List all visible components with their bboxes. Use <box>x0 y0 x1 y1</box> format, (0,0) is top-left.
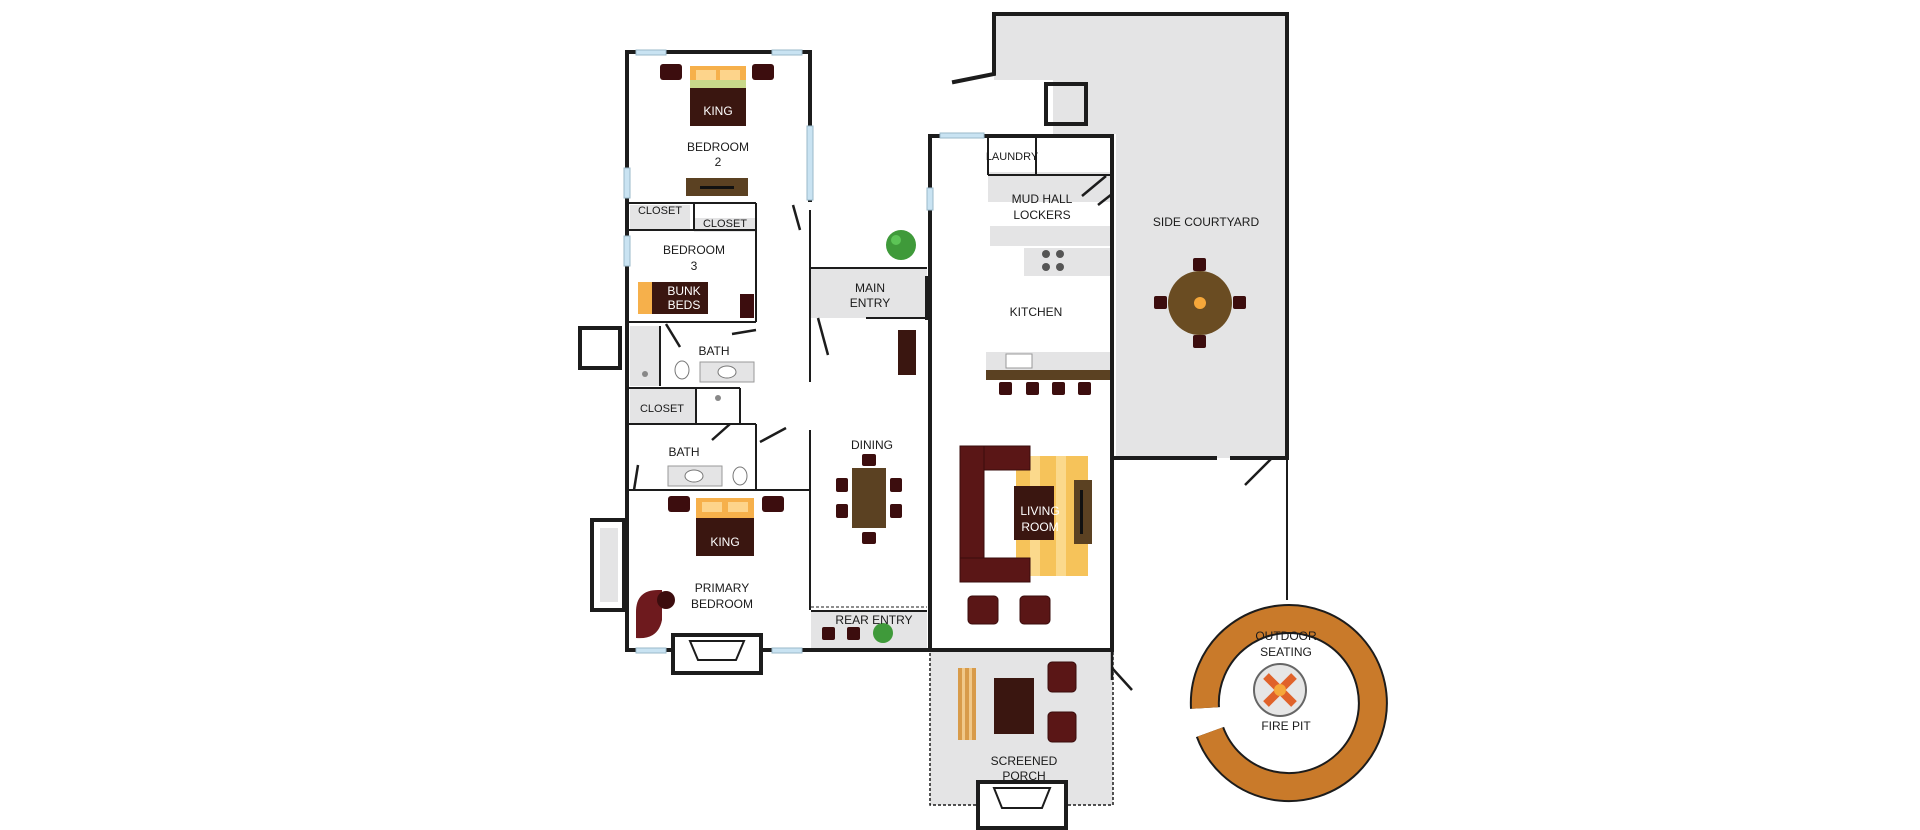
bunk-beds <box>638 282 754 318</box>
bedroom3-label-2: 3 <box>691 259 698 273</box>
mud-hall-label-2: LOCKERS <box>1013 208 1070 222</box>
main-entry-area <box>811 268 927 318</box>
kitchen-island-top <box>986 352 1112 370</box>
rear-entry-decor <box>811 606 927 643</box>
screened-porch-label-2: PORCH <box>1002 769 1045 783</box>
main-entry-decor <box>886 230 916 375</box>
dining-label: DINING <box>851 438 893 452</box>
closet-c-label: CLOSET <box>640 403 684 415</box>
king-bed-lower-label: KING <box>710 535 739 549</box>
primary-bedroom-label-1: PRIMARY <box>695 581 749 595</box>
living-room-label-1: LIVING <box>1020 504 1059 518</box>
king-bed-lower <box>668 496 784 556</box>
windows <box>623 49 985 654</box>
right-wing-walls <box>811 82 1133 830</box>
bedroom2-label-1: BEDROOM <box>687 140 749 154</box>
king-bed-upper-label: KING <box>703 104 732 118</box>
closet-b-shelf <box>694 218 756 232</box>
kitchen-fixtures <box>999 250 1091 395</box>
bath-upper-label: BATH <box>698 344 729 358</box>
bunk-beds-label-1: BUNK <box>667 284 700 298</box>
bedroom2-label-2: 2 <box>715 155 722 169</box>
main-entry-label-1: MAIN <box>855 281 885 295</box>
mud-hall-label-1: MUD HALL <box>1012 192 1073 206</box>
outdoor-seating-label-2: SEATING <box>1260 645 1312 659</box>
closet-a-label: CLOSET <box>638 205 682 217</box>
rear-entry-label: REAR ENTRY <box>835 613 912 627</box>
living-room-set <box>959 445 1092 625</box>
kitchen-island-bar <box>986 370 1112 380</box>
main-entry-label-2: ENTRY <box>850 296 890 310</box>
fire-pit-area <box>1189 604 1388 802</box>
dining-table <box>836 454 902 544</box>
fire-pit-label: FIRE PIT <box>1261 719 1311 733</box>
room-labels: BEDROOM 2 CLOSET CLOSET BEDROOM 3 BATH C… <box>638 140 1317 783</box>
kitchen-label: KITCHEN <box>1010 305 1063 319</box>
kitchen-counter-top <box>1024 248 1112 276</box>
porch-furniture <box>958 661 1077 743</box>
primary-bedroom-label-2: BEDROOM <box>691 597 753 611</box>
bedroom3-label-1: BEDROOM <box>663 243 725 257</box>
courtyard-table <box>1154 258 1246 348</box>
bath-lower-fixtures <box>667 465 748 487</box>
bath-upper-fixtures <box>642 360 755 401</box>
screened-porch-label-1: SCREENED <box>991 754 1058 768</box>
armchair-primary <box>636 590 675 639</box>
king-bed-upper <box>660 64 774 126</box>
bunk-beds-label-2: BEDS <box>668 298 701 312</box>
closet-b-label: CLOSET <box>703 218 747 230</box>
furniture-labels: KING KING BUNK BEDS LIVING ROOM <box>667 104 1059 549</box>
side-courtyard-label: SIDE COURTYARD <box>1153 215 1260 229</box>
bath-lower-label: BATH <box>668 445 699 459</box>
outdoor-seating-label-1: OUTDOOR <box>1255 629 1317 643</box>
lockers-bench <box>990 226 1110 246</box>
laundry-label: LAUNDRY <box>986 151 1039 163</box>
closet-a-shelf <box>630 205 690 230</box>
closet-c-shelf <box>630 388 696 424</box>
living-room-label-2: ROOM <box>1021 520 1058 534</box>
